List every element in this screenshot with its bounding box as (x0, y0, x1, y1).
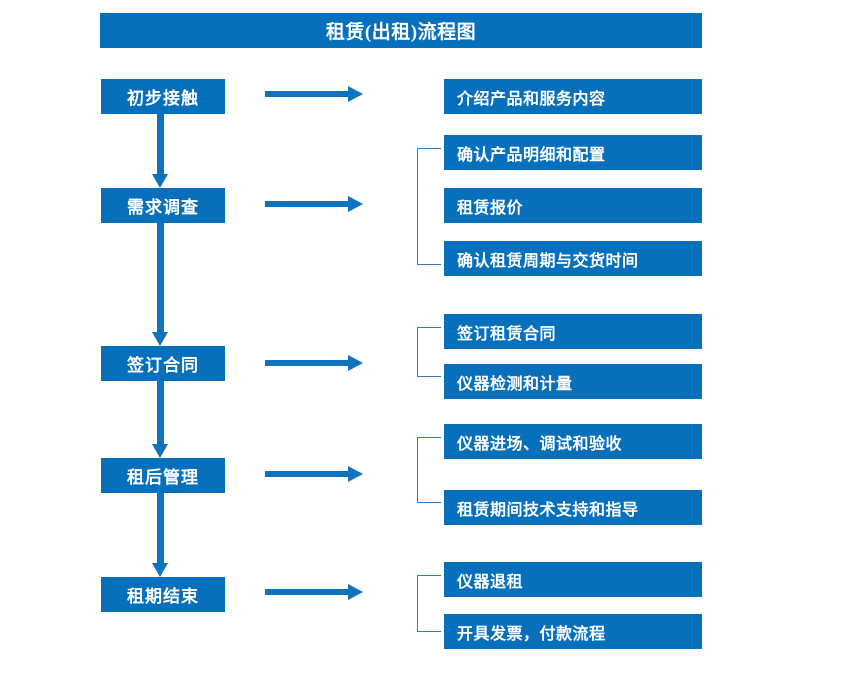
detail-label: 确认租赁周期与交货时间 (457, 252, 639, 270)
detail-label: 仪器检测和计量 (457, 375, 573, 393)
detail-box-confirm-lease-period[interactable]: 确认租赁周期与交货时间 (444, 241, 702, 276)
detail-box-invoice-payment[interactable]: 开具发票，付款流程 (444, 614, 702, 649)
detail-box-instrument-inspection[interactable]: 仪器检测和计量 (444, 364, 702, 399)
arrow-shaft (265, 471, 349, 477)
stage-box-requirements-survey[interactable]: 需求调查 (101, 188, 225, 223)
vertical-arrow-icon (152, 114, 169, 188)
chart-title: 租赁(出租)流程图 (100, 13, 702, 48)
stage-box-sign-contract[interactable]: 签订合同 (101, 346, 225, 381)
stage-label: 需求调查 (127, 198, 199, 217)
detail-box-confirm-product-spec[interactable]: 确认产品明细和配置 (444, 135, 702, 170)
arrow-shaft (157, 114, 164, 175)
detail-label: 仪器退租 (457, 573, 524, 591)
arrow-shaft (157, 493, 164, 564)
arrow-head (152, 174, 168, 188)
arrow-head (348, 196, 363, 212)
vertical-arrow-icon (152, 223, 169, 346)
stage-box-post-rental-management[interactable]: 租后管理 (101, 458, 225, 493)
stage-label: 租后管理 (127, 468, 199, 487)
group-bracket (417, 327, 441, 377)
group-bracket (417, 575, 441, 632)
stage-label: 初步接触 (127, 89, 199, 108)
group-bracket (417, 437, 441, 503)
detail-box-rental-quotation[interactable]: 租赁报价 (444, 188, 702, 223)
horizontal-arrow-icon (265, 196, 363, 212)
horizontal-arrow-icon (265, 86, 363, 102)
arrow-head (152, 332, 168, 346)
detail-label: 开具发票，付款流程 (457, 625, 606, 643)
detail-box-technical-support[interactable]: 租赁期间技术支持和指导 (444, 490, 702, 525)
detail-box-instrument-return[interactable]: 仪器退租 (444, 562, 702, 597)
horizontal-arrow-icon (265, 584, 363, 600)
horizontal-arrow-icon (265, 466, 363, 482)
arrow-shaft (265, 589, 349, 595)
arrow-shaft (157, 223, 164, 333)
arrow-head (348, 466, 363, 482)
arrow-head (348, 86, 363, 102)
arrow-head (348, 355, 363, 371)
detail-box-instrument-entry-commissioning[interactable]: 仪器进场、调试和验收 (444, 424, 702, 459)
detail-label: 确认产品明细和配置 (457, 146, 606, 164)
arrow-head (152, 563, 168, 577)
detail-label: 介绍产品和服务内容 (457, 90, 606, 108)
arrow-shaft (265, 201, 349, 207)
detail-label: 签订租赁合同 (457, 325, 557, 343)
stage-label: 签订合同 (127, 356, 199, 375)
arrow-head (348, 584, 363, 600)
horizontal-arrow-icon (265, 355, 363, 371)
stage-box-lease-end[interactable]: 租期结束 (101, 577, 225, 612)
vertical-arrow-icon (152, 381, 169, 458)
arrow-shaft (265, 360, 349, 366)
stage-label: 租期结束 (127, 587, 199, 606)
detail-label: 租赁报价 (457, 199, 524, 217)
stage-box-initial-contact[interactable]: 初步接触 (101, 79, 225, 114)
arrow-shaft (157, 381, 164, 445)
group-bracket (417, 148, 441, 265)
detail-box-introduce-products[interactable]: 介绍产品和服务内容 (444, 79, 702, 114)
detail-box-sign-lease-contract[interactable]: 签订租赁合同 (444, 314, 702, 349)
arrow-shaft (265, 91, 349, 97)
detail-label: 租赁期间技术支持和指导 (457, 501, 639, 519)
detail-label: 仪器进场、调试和验收 (457, 435, 623, 453)
arrow-head (152, 444, 168, 458)
vertical-arrow-icon (152, 493, 169, 577)
